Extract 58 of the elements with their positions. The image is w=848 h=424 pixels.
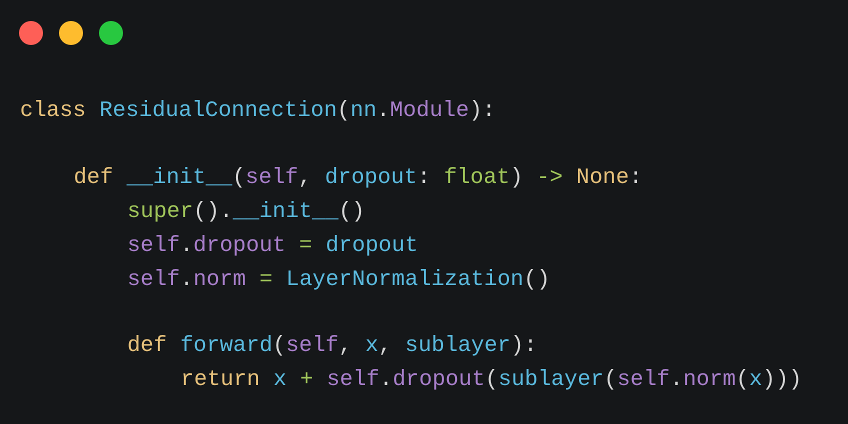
code-token: . (180, 232, 194, 260)
code-token: dropout (326, 232, 418, 260)
code-token: ( (272, 332, 286, 360)
code-token: nn (350, 97, 377, 125)
code-token: class (20, 97, 86, 125)
code-token: ( (485, 366, 498, 394)
code-token: x (749, 366, 762, 394)
code-token: : (629, 164, 642, 192)
code-token: x (365, 332, 378, 360)
code-token: LayerNormalization (286, 266, 524, 294)
code-token: dropout (392, 366, 486, 394)
code-token: ( (736, 366, 750, 394)
code-token: ( (337, 97, 350, 125)
code-token: sublayer (405, 332, 511, 360)
code-token: dropout (193, 232, 286, 260)
code-token: sublayer (498, 366, 604, 394)
code-token: def (74, 164, 114, 192)
code-token: dropout (324, 164, 418, 192)
code-token: super (127, 198, 194, 226)
code-token: __init__ (232, 198, 338, 226)
code-token: float (444, 164, 510, 192)
code-token: -> (536, 164, 563, 192)
code-token: , (298, 164, 312, 192)
code-token: + (300, 366, 314, 394)
code-token: ): (469, 97, 496, 125)
code-token: __init__ (126, 164, 232, 192)
code-token: forward (180, 332, 273, 360)
code-token: . (376, 97, 390, 125)
code-token: self (326, 366, 380, 394)
code-token: self (245, 164, 298, 192)
code-token: self (127, 232, 180, 260)
code-token: norm (193, 266, 246, 294)
code-token: = (259, 266, 273, 294)
code-token: = (299, 232, 312, 260)
code-token: ))) (762, 366, 802, 394)
code-token: () (338, 198, 365, 226)
code-token: x (273, 366, 287, 394)
code-token: ) (510, 164, 524, 192)
code-token: None (576, 164, 630, 192)
code-token: () (524, 266, 550, 294)
code-token: norm (683, 366, 736, 394)
code-token: . (379, 366, 393, 394)
code-token: ResidualConnection (99, 97, 338, 125)
code-token: self (286, 332, 339, 360)
code-token: self (617, 366, 670, 394)
code-token: (). (193, 198, 233, 226)
code-token: Module (390, 97, 470, 125)
code-token: . (670, 366, 684, 394)
code-token: ( (232, 164, 246, 192)
code-token: : (417, 164, 430, 192)
code-token: , (378, 332, 392, 360)
code-token: self (127, 266, 180, 294)
code-token: return (180, 366, 260, 394)
code-token: def (127, 332, 167, 360)
code-token: ): (510, 332, 538, 360)
code-token: ( (604, 366, 618, 394)
code-token: . (180, 266, 194, 294)
code-token: , (338, 332, 352, 360)
